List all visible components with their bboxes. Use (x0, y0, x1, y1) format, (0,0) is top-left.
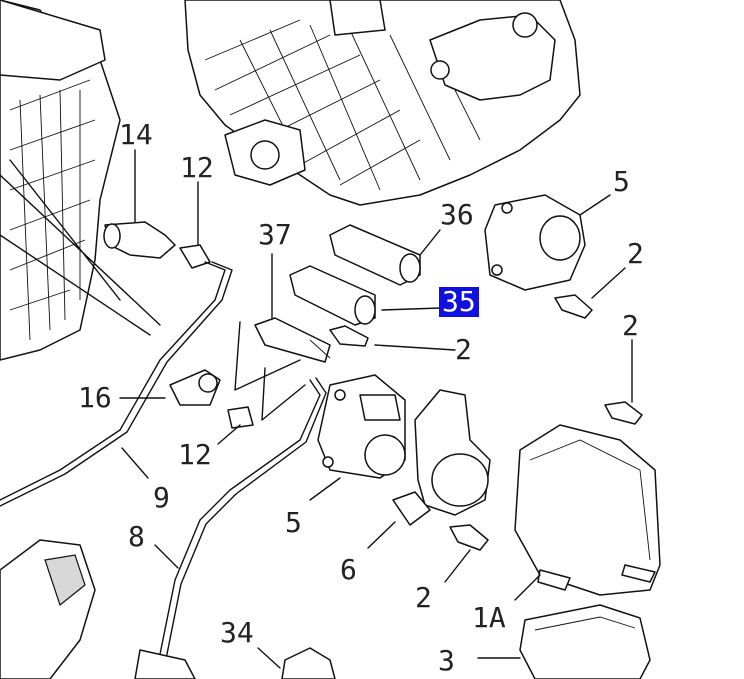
part-2-screw-mid (329, 325, 369, 347)
callout-5-upper: 5 (613, 165, 630, 198)
callout-36: 36 (440, 198, 474, 231)
callout-2-right: 2 (622, 309, 639, 342)
callout-2-upper: 2 (627, 237, 644, 270)
part-12-clip-upper (179, 244, 211, 269)
part-3-tray (519, 604, 651, 679)
bottom-mid-part (134, 649, 196, 679)
part-1a-cover (514, 424, 661, 596)
pipe-9 (0, 261, 226, 501)
part-6-actuator (392, 389, 491, 526)
callout-3: 3 (438, 644, 455, 677)
left-housing (0, 0, 161, 361)
callout-35[interactable]: 35 (439, 287, 479, 317)
callout-37: 37 (258, 218, 292, 251)
callout-12-lower: 12 (178, 438, 212, 471)
callout-2-lower: 2 (415, 581, 432, 614)
part-14-sensor (103, 221, 176, 259)
callout-8: 8 (128, 520, 145, 553)
callout-5-lower: 5 (285, 506, 302, 539)
pipe-8 (154, 379, 321, 679)
callout-14: 14 (119, 118, 153, 151)
part-2-screw-lower (449, 524, 489, 551)
part-34-bracket (281, 647, 336, 679)
leader-lines (119, 149, 633, 669)
hvac-housing (184, 0, 581, 206)
callout-16: 16 (78, 381, 112, 414)
part-2-screw-right (604, 401, 643, 425)
part-35-cylinder (289, 265, 376, 326)
part-16-bracket (169, 369, 221, 406)
part-5-actuator-lower (317, 374, 406, 479)
part-36-cylinder (329, 224, 421, 286)
linkage-lines (234, 321, 306, 421)
callout-12-upper: 12 (180, 151, 214, 184)
bottom-left-hole (44, 554, 86, 607)
part-2-screw-upper (554, 294, 593, 319)
part-37-rod (254, 317, 331, 363)
part-5-actuator-upper (484, 194, 586, 291)
pipe-9-edge (0, 261, 233, 507)
callout-9: 9 (153, 481, 170, 514)
pipe-8-edge (161, 377, 327, 679)
callout-6: 6 (340, 553, 357, 586)
part-12-clip-lower (227, 406, 254, 429)
callout-34: 34 (220, 616, 254, 649)
callout-2-mid: 2 (455, 333, 472, 366)
callout-1a: 1A (472, 601, 506, 634)
